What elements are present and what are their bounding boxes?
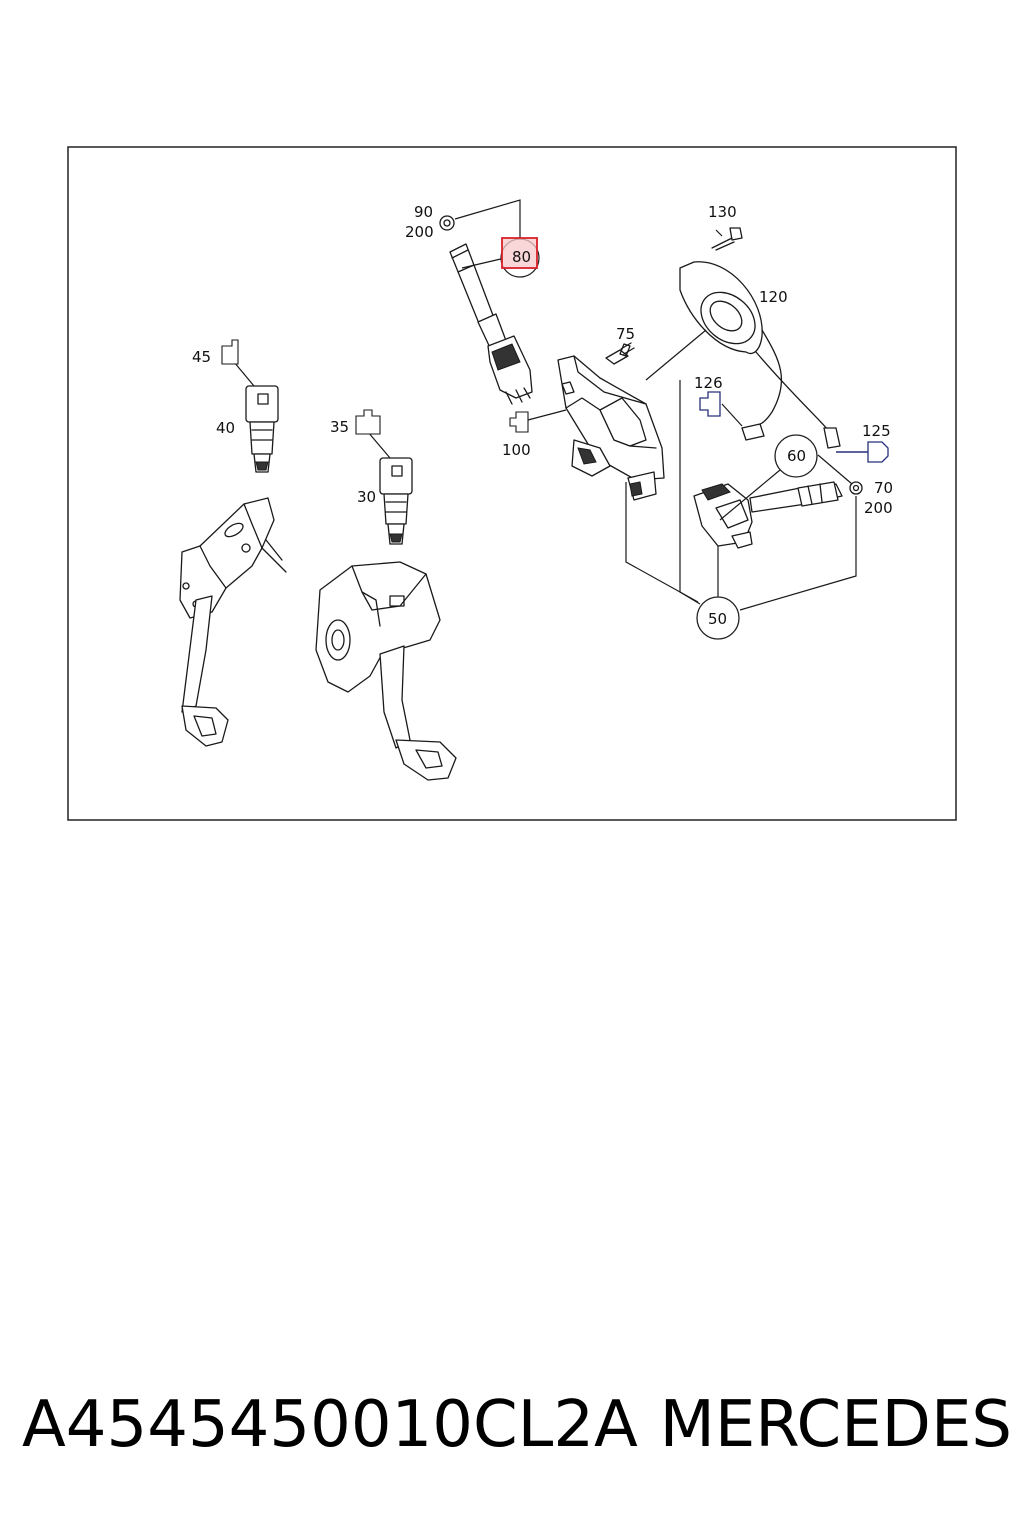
- callout-circle-50: [696, 596, 740, 640]
- connector-tag-45: [221, 339, 239, 365]
- callout-200-right: 200: [864, 499, 893, 517]
- turn-signal-stalk-part[interactable]: [449, 243, 533, 405]
- column-module-bracket-part[interactable]: [557, 355, 665, 501]
- switch-30-part[interactable]: [379, 457, 413, 545]
- callout-60: 60: [787, 447, 806, 465]
- callout-130: 130: [708, 203, 737, 221]
- callout-50: 50: [708, 610, 727, 628]
- callout-80[interactable]: 80: [512, 248, 531, 266]
- connector-tag-125: [867, 441, 889, 463]
- callout-100: 100: [502, 441, 531, 459]
- screw-130-part[interactable]: [711, 227, 743, 251]
- callout-70: 70: [874, 479, 893, 497]
- brake-pedal-assembly-part[interactable]: [315, 561, 457, 781]
- callout-35: 35: [330, 418, 349, 436]
- connector-tag-35: [355, 409, 381, 435]
- connector-tag-126: [699, 391, 721, 417]
- clock-spring-part[interactable]: [679, 261, 841, 449]
- highlight-box-80: [501, 237, 538, 269]
- callout-45: 45: [192, 348, 211, 366]
- callout-75: 75: [616, 325, 635, 343]
- diagram-frame: [67, 146, 957, 821]
- callout-30: 30: [357, 488, 376, 506]
- brand-name: MERCEDES: [659, 1388, 1012, 1462]
- nut-70-part[interactable]: [849, 481, 863, 495]
- clutch-pedal-assembly-part[interactable]: [179, 497, 287, 747]
- callout-126: 126: [694, 374, 723, 392]
- footer-caption: A4545450010CL2A MERCEDES: [22, 1380, 1012, 1470]
- screw-75-part[interactable]: [605, 342, 635, 365]
- combination-switch-part[interactable]: [693, 481, 843, 549]
- part-number: A4545450010CL2A: [22, 1388, 638, 1462]
- callout-200-top: 200: [405, 223, 434, 241]
- connector-tag-100: [509, 411, 529, 433]
- callout-circle-60: [774, 434, 818, 478]
- nut-90-part[interactable]: [439, 215, 455, 231]
- callout-125: 125: [862, 422, 891, 440]
- callout-40: 40: [216, 419, 235, 437]
- callout-90: 90: [414, 203, 433, 221]
- callout-120: 120: [759, 288, 788, 306]
- brake-light-switch-40-part[interactable]: [245, 385, 279, 473]
